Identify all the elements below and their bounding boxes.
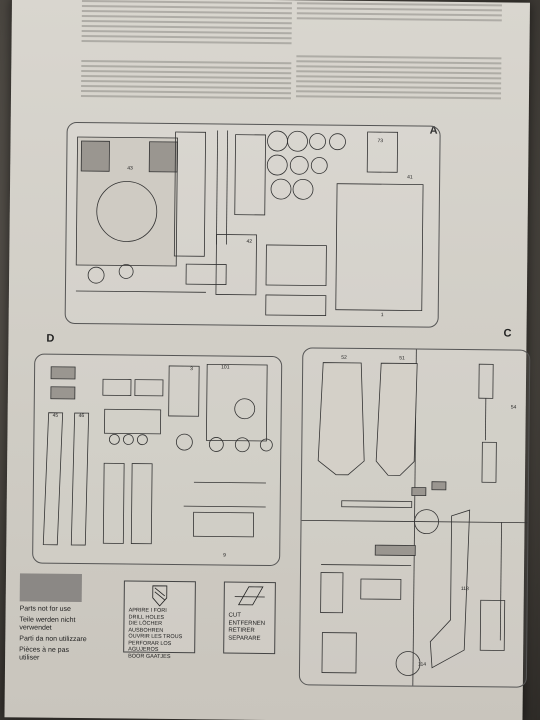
cut-it: SEPARARE: [228, 635, 261, 642]
sprue-label-d: D: [46, 332, 55, 345]
russian-text-block-2: [295, 55, 502, 102]
svg-text:9: 9: [223, 553, 226, 559]
sprue-c-parts: 52 51 54 118 114: [301, 349, 528, 686]
svg-text:73: 73: [377, 138, 383, 144]
sprue-label-c: C: [503, 327, 512, 340]
drill-holes-caption: APRIRE I FORI DRILL HOLES DIE LÖCHER AUS…: [128, 608, 195, 661]
svg-text:52: 52: [341, 355, 347, 361]
svg-text:43: 43: [127, 166, 133, 172]
svg-text:51: 51: [399, 355, 405, 361]
svg-text:114: 114: [418, 662, 426, 668]
drill-holes-es: PERFORAR LOS AGUJEROS: [128, 640, 172, 653]
not-for-use-en: Parts not for use: [19, 605, 72, 613]
svg-text:54: 54: [511, 405, 517, 411]
not-for-use-it: Parti da non utilizzare: [19, 635, 87, 644]
svg-text:41: 41: [407, 174, 413, 180]
drill-holes-de: DIE LÖCHER AUSBOHREN: [128, 620, 164, 634]
not-for-use-fr-2: utiliser: [19, 654, 40, 662]
instruction-sheet: A: [4, 0, 531, 720]
sprue-c-frame: 52 51 54 118 114: [298, 347, 531, 688]
svg-text:1: 1: [381, 312, 384, 318]
russian-text-block: [296, 2, 502, 24]
svg-text:3: 3: [190, 366, 193, 372]
cut-caption: CUT ENTFERNEN RETIRER SEPARARE: [228, 613, 265, 643]
cut-box: CUT ENTFERNEN RETIRER SEPARARE: [223, 581, 276, 655]
svg-text:42: 42: [246, 239, 252, 245]
svg-text:118: 118: [461, 586, 469, 592]
not-for-use-de-2: verwendet: [19, 624, 52, 632]
sprue-a-frame: 43 42 73 41 1: [64, 121, 441, 328]
japanese-text-block-2: [80, 60, 292, 102]
cut-fr: RETIRER: [228, 627, 255, 634]
japanese-text-block: [81, 0, 292, 47]
svg-text:101: 101: [221, 364, 230, 370]
cutter-icon: [234, 586, 265, 606]
not-for-use-text: Parts not for use Teile werden nicht ver…: [19, 605, 130, 663]
not-for-use-swatch: [19, 573, 82, 603]
cut-en: CUT: [228, 612, 241, 619]
drill-bit-icon: [152, 585, 168, 607]
drill-holes-box: APRIRE I FORI DRILL HOLES DIE LÖCHER AUS…: [123, 580, 196, 659]
sprue-d-frame: 3 101 45 46 9: [32, 353, 283, 567]
sprue-d-parts: 3 101 45 46 9: [42, 363, 273, 559]
svg-text:46: 46: [79, 413, 85, 419]
svg-text:45: 45: [53, 413, 59, 419]
drill-holes-nl: BOOR GAATJES: [128, 653, 171, 660]
sprue-a-parts: 43 42 73 41 1: [75, 130, 424, 318]
